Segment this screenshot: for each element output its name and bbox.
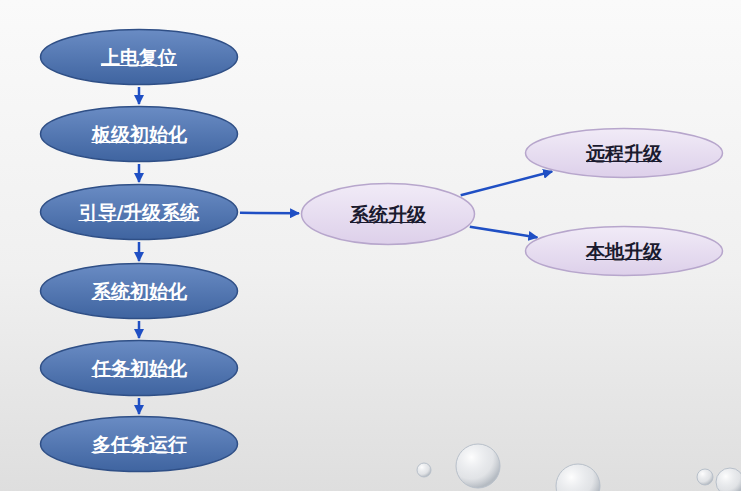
node-label: 引导/升级系统 <box>79 201 200 224</box>
flow-arrow <box>240 212 299 215</box>
node-label: 远程升级 <box>586 142 662 165</box>
upgrade-ellipse: 本地升级 <box>524 225 724 277</box>
node-label: 多任务运行 <box>92 433 187 456</box>
node-label: 板级初始化 <box>92 123 187 146</box>
process-ellipse: 上电复位 <box>39 28 239 86</box>
process-ellipse: 任务初始化 <box>39 339 239 397</box>
node-label: 本地升级 <box>586 240 662 263</box>
flow-arrow <box>138 242 141 261</box>
process-ellipse: 板级初始化 <box>39 105 239 163</box>
process-ellipse: 多任务运行 <box>39 415 239 473</box>
flow-arrow <box>461 172 552 196</box>
flow-arrow <box>138 164 141 182</box>
process-ellipse: 系统初始化 <box>39 262 239 320</box>
flow-arrow <box>470 227 538 238</box>
node-label: 系统升级 <box>350 203 426 226</box>
flow-arrow <box>138 398 141 414</box>
process-ellipse: 引导/升级系统 <box>39 183 239 241</box>
upgrade-ellipse: 远程升级 <box>524 127 724 179</box>
node-label: 任务初始化 <box>92 357 187 380</box>
flow-arrow <box>138 321 141 338</box>
node-label: 上电复位 <box>101 46 177 69</box>
flow-arrow <box>138 87 141 104</box>
upgrade-ellipse: 系统升级 <box>300 182 476 246</box>
node-label: 系统初始化 <box>92 280 187 303</box>
